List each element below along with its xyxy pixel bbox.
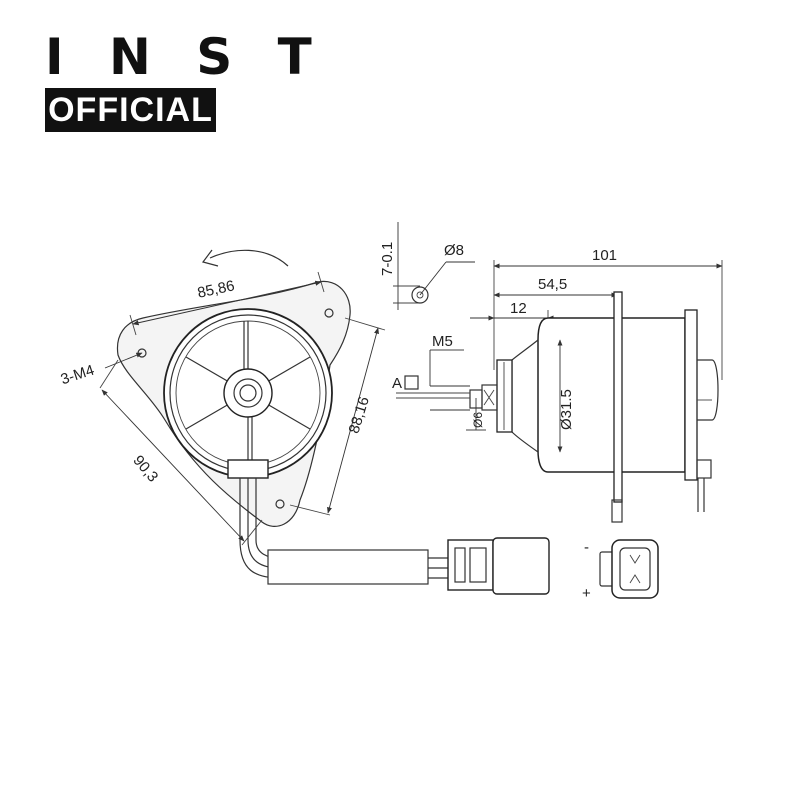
connector-negative: - — [584, 539, 589, 556]
connector-head — [492, 537, 550, 595]
rotation-arrow — [209, 249, 289, 267]
dim-thread: M5 — [432, 333, 453, 350]
dim-height: 88,16 — [346, 395, 373, 436]
harness-sleeve — [267, 549, 429, 585]
dim-keyway: 7-0.1 — [379, 242, 396, 276]
dim-mount-holes: 3-M4 — [59, 362, 97, 389]
dim-diagonal: 90,3 — [129, 452, 161, 485]
dim-shaft-small-dia: Ø6 — [471, 412, 485, 428]
dim-shaft-dia: Ø8 — [444, 242, 464, 259]
cable-exit — [227, 459, 269, 479]
logo-official: OFFICIAL — [45, 88, 216, 132]
flange-plate — [613, 291, 623, 503]
dim-body-length: 54,5 — [538, 276, 567, 293]
dim-body-dia: Ø31.5 — [558, 389, 575, 430]
front-view: 85,86 3-M4 88,16 90,3 — [59, 249, 550, 595]
shaft-detail: 7-0.1 Ø8 — [379, 222, 475, 310]
dim-overall-length: 101 — [592, 247, 617, 264]
dim-shaft-length: 12 — [510, 300, 527, 317]
rear-cap — [684, 309, 698, 481]
dim-bolt-span: 85,86 — [196, 277, 236, 301]
connector-positive: + — [582, 585, 591, 602]
front-cap — [511, 339, 539, 453]
mount-hole-bottom — [275, 499, 285, 509]
side-view: 101 54,5 12 Ø31.5 — [392, 247, 723, 523]
hub-outer — [223, 368, 273, 418]
connector-socket — [611, 539, 659, 599]
shaft-section — [411, 286, 429, 304]
rotation-arrow-head — [201, 249, 219, 267]
connector-face: - + — [582, 539, 659, 602]
front-bearing — [496, 359, 513, 433]
motor-cylinder — [537, 317, 686, 473]
mount-hole-right — [324, 308, 334, 318]
dim-flat-label: A — [392, 375, 402, 392]
terminal-bracket — [696, 459, 712, 479]
